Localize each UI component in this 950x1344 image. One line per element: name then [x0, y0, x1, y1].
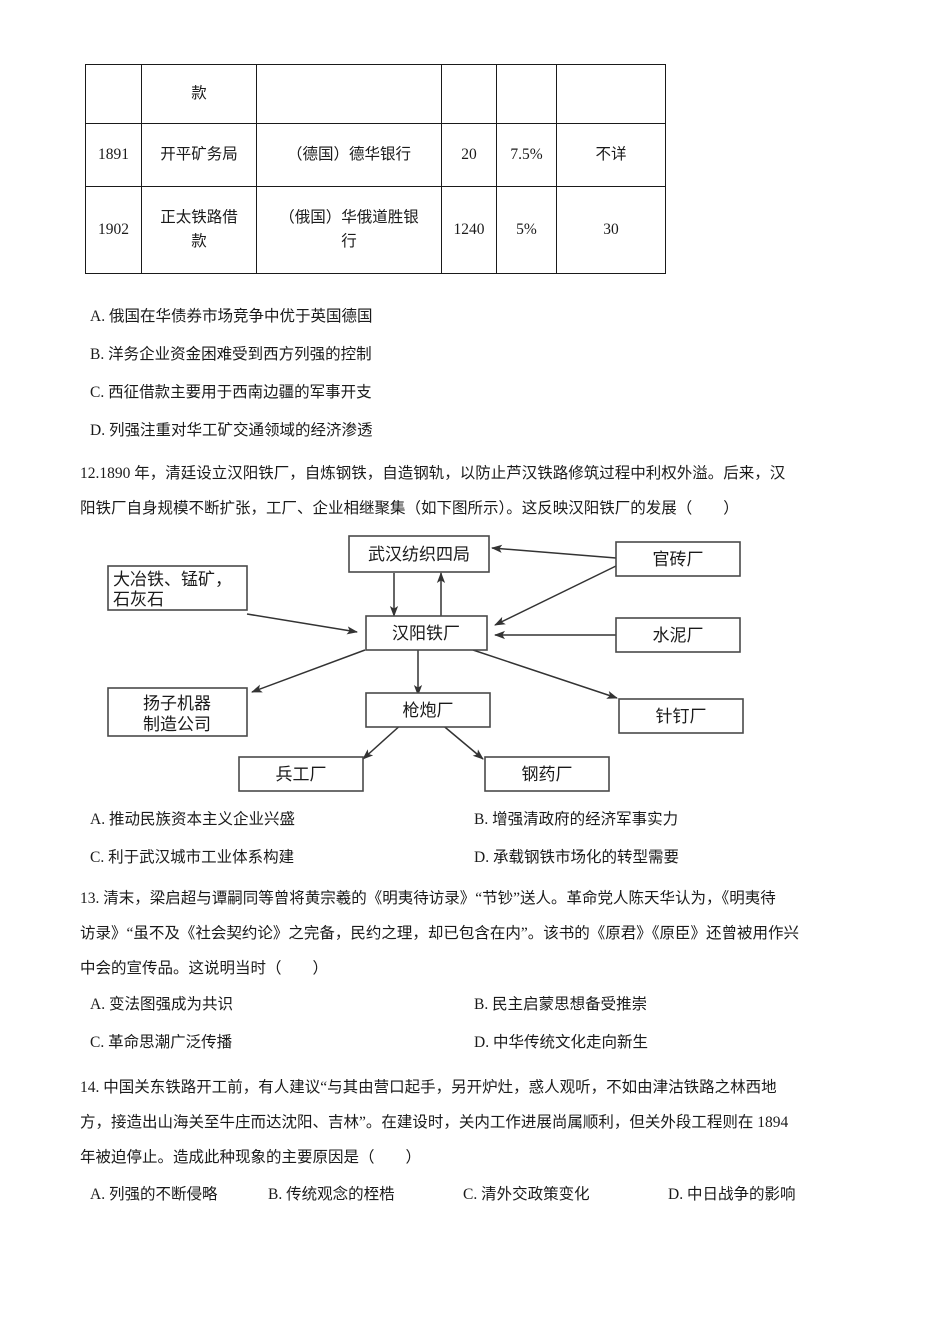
node-label: 钢药厂	[522, 765, 573, 784]
cell-amount: 20	[441, 123, 497, 187]
cell-rate	[496, 64, 557, 124]
q14-stem-line1: 14. 中国关东铁路开工前，有人建议“与其由营口起手，另开炉灶，惑人观听，不如由…	[80, 1079, 777, 1096]
cell-year: 1902	[85, 186, 142, 274]
node-label-line2: 石灰石	[113, 590, 164, 609]
node-label: 针钉厂	[656, 707, 707, 726]
q13-stem-line1: 13. 清末，梁启超与谭嗣同等曾将黄宗羲的《明夷待访录》“节钞”送人。革命党人陈…	[80, 890, 776, 907]
cell-name: 款	[141, 64, 257, 124]
loan-table: 款 1891 开平矿务局 （德国）德华银行 20 7.5% 不详 1902 正太…	[85, 64, 666, 274]
cell-year	[85, 64, 142, 124]
cell-bank: （德国）德华银行	[256, 123, 442, 187]
hanyang-ironworks-diagram: 武汉纺织四局 大冶铁、锰矿， 石灰石 官砖厂 汉阳铁厂 水泥厂	[95, 528, 865, 808]
table-row: 1902 正太铁路借 款 （俄国）华俄道胜银 行 1240 5% 30	[85, 186, 666, 274]
edge-hanyang-to-nail	[472, 649, 618, 699]
cell-rate: 5%	[496, 186, 557, 274]
cell-rate: 7.5%	[496, 123, 557, 187]
node-label: 兵工厂	[276, 765, 327, 784]
cell-name-line1: 正太铁路借	[160, 208, 238, 226]
cell-term: 30	[556, 186, 666, 274]
edge-hanyang-to-yangzi	[251, 649, 366, 693]
q11-option-b: B. 洋务企业资金困难受到西方列强的控制	[90, 346, 372, 363]
node-hanyang-ironworks: 汉阳铁厂	[365, 615, 488, 651]
q12-option-a: A. 推动民族资本主义企业兴盛	[90, 811, 295, 828]
node-label: 水泥厂	[653, 626, 704, 645]
q13-stem-line3: 中会的宣传品。这说明当时（ ）	[80, 960, 329, 977]
edge-arsenal-to-weapons	[362, 722, 404, 760]
q13-option-d: D. 中华传统文化走向新生	[474, 1034, 648, 1051]
table-row: 1891 开平矿务局 （德国）德华银行 20 7.5% 不详	[85, 123, 666, 187]
cell-year: 1891	[85, 123, 142, 187]
edge-arsenal-to-powder	[439, 722, 484, 760]
node-official-brick-factory: 官砖厂	[615, 541, 741, 577]
q12-option-b: B. 增强清政府的经济军事实力	[474, 811, 679, 828]
cell-bank-line1: （俄国）华俄道胜银	[279, 208, 419, 226]
node-arsenal: 兵工厂	[238, 756, 364, 792]
node-daye-ore: 大冶铁、锰矿， 石灰石	[107, 565, 248, 611]
q12-option-d: D. 承载钢铁市场化的转型需要	[474, 849, 679, 866]
cell-term	[556, 64, 666, 124]
q14-stem-line2: 方，接造出山海关至牛庄而达沈阳、吉林”。在建设时，关内工作进展尚属顺利，但关外段…	[80, 1114, 789, 1131]
q14-stem-line3: 年被迫停止。造成此种现象的主要原因是（ ）	[80, 1149, 422, 1166]
q11-option-a: A. 俄国在华债券市场竞争中优于英国德国	[90, 308, 373, 325]
q13-option-c: C. 革命思潮广泛传播	[90, 1034, 233, 1051]
node-nail-factory: 针钉厂	[618, 698, 744, 734]
q11-option-d: D. 列强注重对华工矿交通领域的经济渗透	[90, 422, 373, 439]
node-label: 汉阳铁厂	[392, 624, 460, 643]
cell-bank: （俄国）华俄道胜银 行	[256, 186, 442, 274]
q13-option-b: B. 民主启蒙思想备受推崇	[474, 996, 648, 1013]
q14-option-c: C. 清外交政策变化	[463, 1186, 590, 1203]
node-label-line1: 大冶铁、锰矿，	[113, 570, 232, 589]
node-label: 武汉纺织四局	[368, 545, 470, 564]
cell-amount	[441, 64, 497, 124]
node-label-line2: 制造公司	[143, 715, 211, 734]
node-label: 官砖厂	[653, 550, 704, 569]
cell-name: 开平矿务局	[141, 123, 257, 187]
node-label-line1: 扬子机器	[143, 694, 211, 713]
q14-option-d: D. 中日战争的影响	[668, 1186, 796, 1203]
node-gun-factory: 枪炮厂	[365, 692, 491, 728]
node-wuhan-textile: 武汉纺织四局	[348, 535, 490, 573]
q12-option-c: C. 利于武汉城市工业体系构建	[90, 849, 295, 866]
q13-stem-line2: 访录》“虽不及《社会契约论》之完备，民约之理，却已包含在内”。该书的《原君》《原…	[80, 925, 800, 942]
node-cement-factory: 水泥厂	[615, 617, 741, 653]
cell-bank	[256, 64, 442, 124]
cell-amount: 1240	[441, 186, 497, 274]
cell-name: 正太铁路借 款	[141, 186, 257, 274]
q13-option-a: A. 变法图强成为共识	[90, 996, 233, 1013]
q12-stem-line1: 12.1890 年，清廷设立汉阳铁厂，自炼钢铁，自造钢轨，以防止芦汉铁路修筑过程…	[80, 465, 786, 482]
node-label: 枪炮厂	[403, 701, 454, 720]
q12-stem-line2: 阳铁厂自身规模不断扩张，工厂、企业相继聚集（如下图所示）。这反映汉阳铁厂的发展（…	[80, 500, 739, 517]
cell-bank-line2: 行	[341, 233, 357, 250]
table-row: 款	[85, 64, 666, 124]
node-yangzi-machinery: 扬子机器 制造公司	[107, 687, 248, 737]
edge-daye-to-hanyang	[246, 613, 358, 635]
q14-option-a: A. 列强的不断侵略	[90, 1186, 218, 1203]
edge-brick-to-textile	[491, 544, 617, 559]
node-gunpowder-factory: 钢药厂	[484, 756, 610, 792]
cell-term: 不详	[556, 123, 666, 187]
q14-option-b: B. 传统观念的桎梏	[268, 1186, 395, 1203]
edge-brick-to-hanyang	[494, 565, 617, 626]
q11-option-c: C. 西征借款主要用于西南边疆的军事开支	[90, 384, 372, 401]
cell-name-line2: 款	[191, 233, 207, 250]
